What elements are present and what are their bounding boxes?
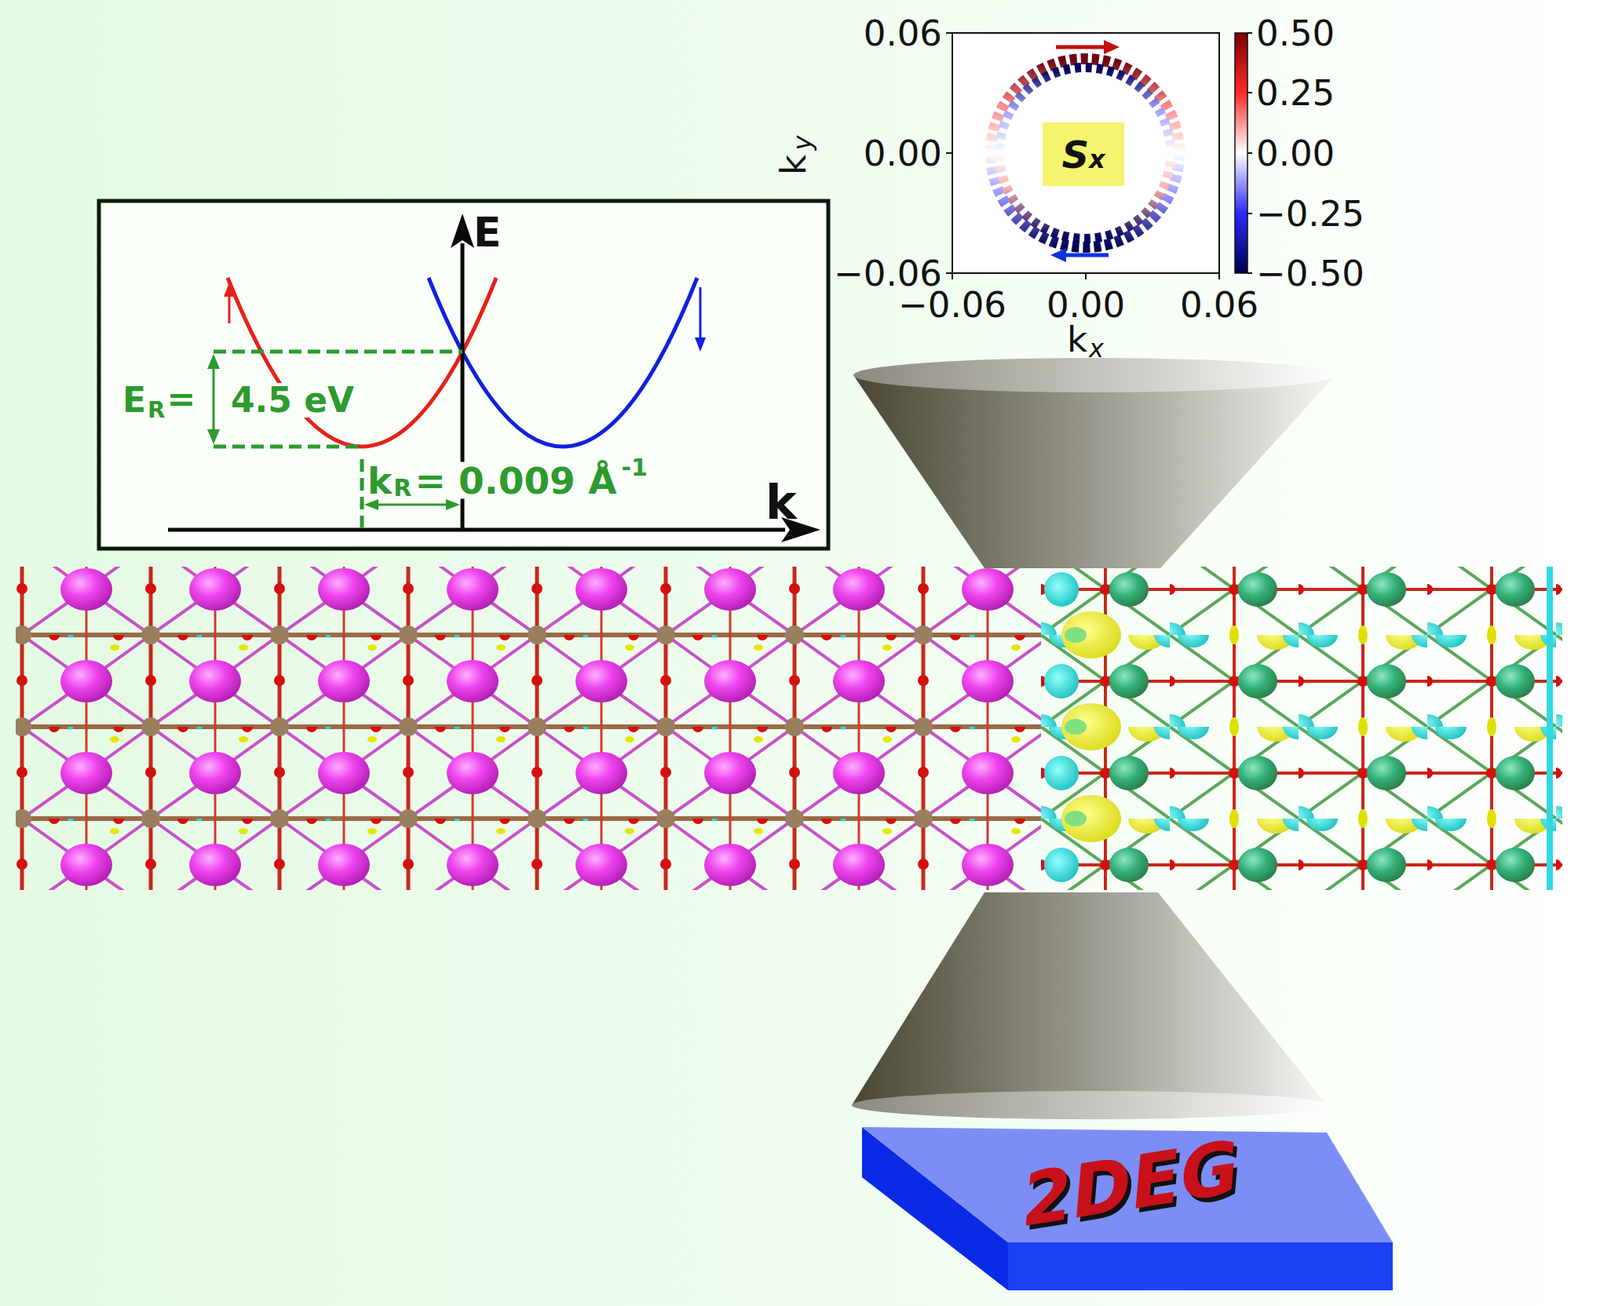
colorbar-tick: −0.25 [1256,196,1365,232]
2deg-slab: 2DEG [851,1118,1402,1296]
momentum-superscript: -1 [620,456,650,480]
axis-subscript: y [789,135,815,151]
colorbar-tick: 0.00 [1256,135,1335,172]
tick-label: −0.06 [833,255,943,292]
band-inset [98,200,829,549]
axis-label: k [775,154,811,176]
spin-texture-plot [946,32,1253,280]
spin-label-box: Sx [1042,122,1125,187]
axis-label: E [473,211,502,253]
colorbar-tick: 0.50 [1256,15,1335,52]
energy-label: = [166,381,196,417]
tick-label: 0.06 [863,15,943,52]
tick-label: −0.06 [898,287,1007,323]
spin-symbol: S [1061,135,1089,174]
momentum-label: k [367,462,392,500]
tick-label: 0.00 [1046,287,1126,323]
axis-label: k [1066,321,1088,358]
axis-subscript: x [1088,336,1104,362]
colorbar-tick: −0.50 [1256,255,1365,292]
energy-subscript: R [147,398,165,422]
crystal-slab [15,566,1563,891]
momentum-value: = 0.009 Å [412,462,618,500]
tick-label: 0.06 [1179,287,1259,323]
axis-label: k [765,478,797,527]
energy-value: 4.5 eV [229,383,356,418]
colorbar-tick: 0.25 [1256,75,1335,111]
interface-charge [1044,566,1553,891]
momentum-subscript: R [393,476,412,501]
slab-face [862,1127,1393,1243]
spin-subscript: x [1088,146,1106,172]
probe-cone [851,357,1336,1120]
energy-label: E [122,383,147,418]
slab-face [1008,1242,1393,1291]
tick-label: 0.00 [863,135,943,172]
